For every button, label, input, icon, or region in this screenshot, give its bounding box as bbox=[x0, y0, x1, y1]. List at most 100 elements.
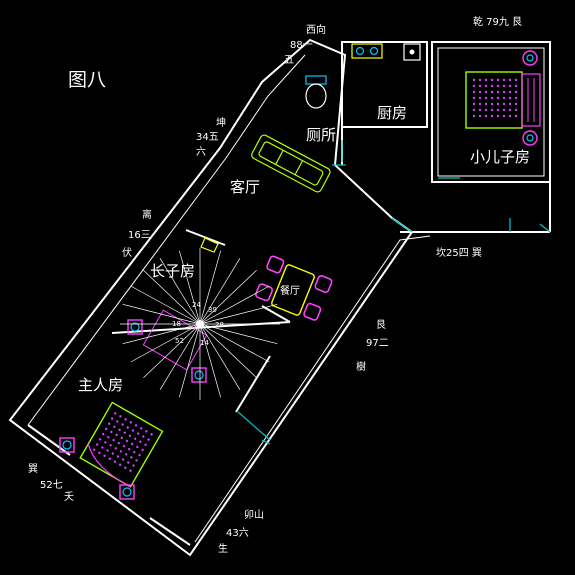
bed-pattern-dot bbox=[129, 469, 132, 472]
bed-pattern-dot bbox=[472, 90, 476, 94]
bed-pattern-dot bbox=[120, 436, 123, 440]
bed-pattern-dot bbox=[472, 108, 476, 112]
compass-ray bbox=[130, 323, 201, 363]
room-elder-son: 长子房 bbox=[150, 262, 195, 280]
bed-pattern-dot bbox=[490, 90, 494, 94]
doors bbox=[237, 140, 551, 445]
stove bbox=[351, 43, 383, 59]
compass-ray bbox=[159, 323, 201, 390]
bed-pattern-dot bbox=[496, 78, 500, 82]
bed-pattern-dot bbox=[124, 453, 128, 456]
bed-pattern-dot bbox=[472, 84, 476, 88]
bed-pattern-dot bbox=[139, 427, 143, 430]
bed-pattern-dot bbox=[490, 84, 494, 88]
bed-pattern-dot bbox=[123, 431, 126, 434]
compass-rose: 24 39 18 28 52 14 bbox=[120, 248, 280, 400]
bed-pattern-dot bbox=[136, 445, 139, 449]
bed-pattern-dot bbox=[472, 96, 476, 100]
dir-bottom-left-sub: 夭 bbox=[64, 491, 74, 503]
bed-pattern-dot bbox=[136, 432, 140, 435]
dir-left-upper-num: 34五 bbox=[196, 132, 219, 143]
toilet-fixture bbox=[305, 75, 327, 109]
dir-left-mid: 离 bbox=[142, 208, 152, 221]
bed-pattern-dot bbox=[502, 96, 506, 100]
bed-pattern-dot bbox=[115, 433, 118, 437]
plan-title: 图八 bbox=[68, 69, 106, 91]
bed-pattern-dot bbox=[496, 108, 500, 112]
bed-pattern-dot bbox=[508, 96, 512, 100]
master-bed bbox=[59, 401, 164, 500]
compass-ray bbox=[199, 323, 278, 345]
bed-pattern-dot bbox=[141, 448, 144, 452]
room-kitchen: 厨房 bbox=[377, 104, 407, 122]
bed-pattern-dot bbox=[478, 90, 482, 94]
dir-top-right: 乾 79九 艮 bbox=[473, 15, 522, 28]
small-son-bed bbox=[465, 50, 541, 146]
bed-pattern-dot bbox=[117, 441, 120, 445]
bed-pattern-dot bbox=[124, 418, 127, 421]
bed-pattern-dot bbox=[98, 438, 102, 441]
bed-pattern-dot bbox=[478, 96, 482, 100]
bed-pattern-dot bbox=[502, 102, 506, 106]
dir-bottom-left: 巽 bbox=[28, 463, 38, 475]
compass-ray bbox=[122, 303, 201, 325]
bed-pattern-dot bbox=[478, 114, 482, 118]
dir-bottom-left-num: 52七 bbox=[40, 479, 63, 491]
north-block-walls bbox=[341, 41, 551, 233]
bed-pattern-dot bbox=[92, 448, 96, 451]
bed-pattern-dot bbox=[514, 90, 518, 94]
compass-ray bbox=[143, 323, 201, 378]
bed-pattern-dot bbox=[112, 438, 115, 442]
bed-pattern-dot bbox=[484, 90, 488, 94]
bed-pattern-dot bbox=[144, 443, 147, 446]
bed-pattern-dot bbox=[134, 424, 138, 427]
bed-pattern-dot bbox=[472, 78, 476, 82]
bed-pattern-dot bbox=[508, 108, 512, 112]
bed-pattern-dot bbox=[118, 428, 121, 431]
bed-pattern-dot bbox=[514, 84, 518, 88]
bed-pattern-dot bbox=[490, 108, 494, 112]
bed-pattern-dot bbox=[135, 459, 138, 462]
bed-pattern-dot bbox=[126, 426, 129, 429]
bed-pattern-dot bbox=[145, 430, 148, 433]
bed-pattern-dot bbox=[113, 412, 117, 415]
compass-ray bbox=[178, 323, 201, 398]
bed-pattern-dot bbox=[490, 114, 494, 118]
bed-pattern-dot bbox=[484, 102, 488, 106]
bed-pattern-dot bbox=[108, 457, 111, 460]
bed-pattern-dot bbox=[508, 78, 512, 82]
bed-pattern-dot bbox=[490, 78, 494, 82]
dir-top: 西向 bbox=[306, 23, 326, 36]
compass-e: 28 bbox=[215, 321, 224, 329]
compass-ray bbox=[159, 258, 201, 325]
bed-pattern-dot bbox=[104, 441, 107, 444]
bed-pattern-dot bbox=[119, 415, 122, 418]
bed-pattern-dot bbox=[111, 452, 114, 455]
bed-pattern-dot bbox=[478, 108, 482, 112]
compass-ray bbox=[199, 285, 270, 325]
bed-pattern-dot bbox=[121, 458, 125, 461]
bed-pattern-dot bbox=[110, 417, 114, 420]
room-toilet: 厕所 bbox=[306, 126, 336, 144]
bed-pattern-dot bbox=[472, 102, 476, 106]
room-living: 客厅 bbox=[230, 178, 260, 196]
bed-pattern-dot bbox=[116, 420, 119, 423]
dining-set bbox=[255, 255, 333, 321]
bed-pattern-dot bbox=[484, 78, 488, 82]
bed-pattern-dot bbox=[103, 454, 106, 457]
dir-left-upper: 坤 bbox=[216, 116, 226, 129]
compass-ray bbox=[199, 323, 257, 378]
compass-ray bbox=[199, 250, 222, 325]
bed-pattern-dot bbox=[484, 84, 488, 88]
bed-pattern-dot bbox=[472, 114, 476, 118]
bed-pattern-dot bbox=[95, 443, 99, 446]
bed-pattern-dot bbox=[508, 102, 512, 106]
room-small-son: 小儿子房 bbox=[470, 148, 530, 166]
bed-pattern-dot bbox=[133, 437, 137, 440]
dir-left-mid-sub: 伏 bbox=[122, 246, 132, 259]
bed-pattern-dot bbox=[110, 430, 113, 434]
dir-top-line1: 88一 bbox=[290, 40, 313, 51]
bed-pattern-dot bbox=[478, 78, 482, 82]
compass-n: 24 bbox=[192, 301, 201, 309]
bed-pattern-dot bbox=[478, 84, 482, 88]
